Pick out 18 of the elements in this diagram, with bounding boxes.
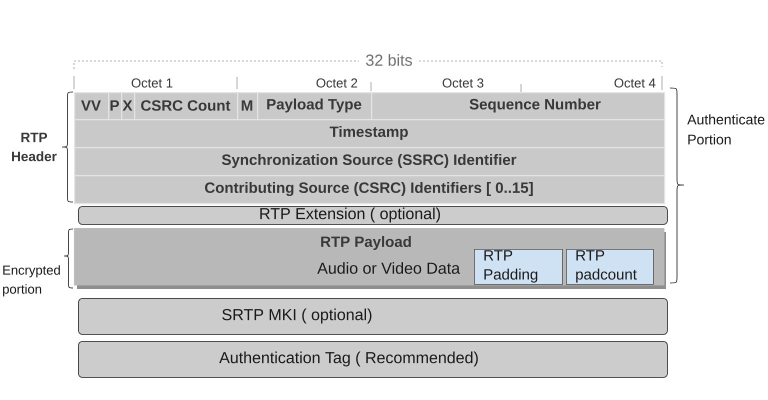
header-field: P bbox=[108, 92, 122, 120]
brace-label: Encrypted portion bbox=[3, 265, 60, 296]
header-field: Synchronization Source (SSRC) Identifier bbox=[74, 147, 666, 176]
column-label: Octet 2 bbox=[316, 78, 358, 88]
header-field: M bbox=[237, 92, 258, 120]
column-label: Octet 1 bbox=[132, 78, 172, 88]
padding-box: RTP padcount bbox=[566, 249, 654, 285]
header-field: Contributing Source (CSRC) Identifiers [ 0..15] bbox=[74, 175, 666, 204]
field-bar: Authentication Tag ( Recommended) bbox=[78, 341, 668, 378]
padding-box: RTP Padding bbox=[474, 249, 563, 285]
column-label: Octet 4 bbox=[614, 78, 656, 88]
header-field: X bbox=[121, 92, 136, 120]
field-bar: RTP Extension ( optional) bbox=[78, 206, 668, 225]
brace-label: RTP Header bbox=[12, 132, 57, 162]
brace-label: Authenticate Portion bbox=[687, 114, 764, 144]
column-label: Octet 3 bbox=[442, 78, 484, 88]
dimension-label: 32 bits bbox=[366, 54, 412, 66]
field-bar: SRTP MKI ( optional) bbox=[78, 298, 668, 335]
